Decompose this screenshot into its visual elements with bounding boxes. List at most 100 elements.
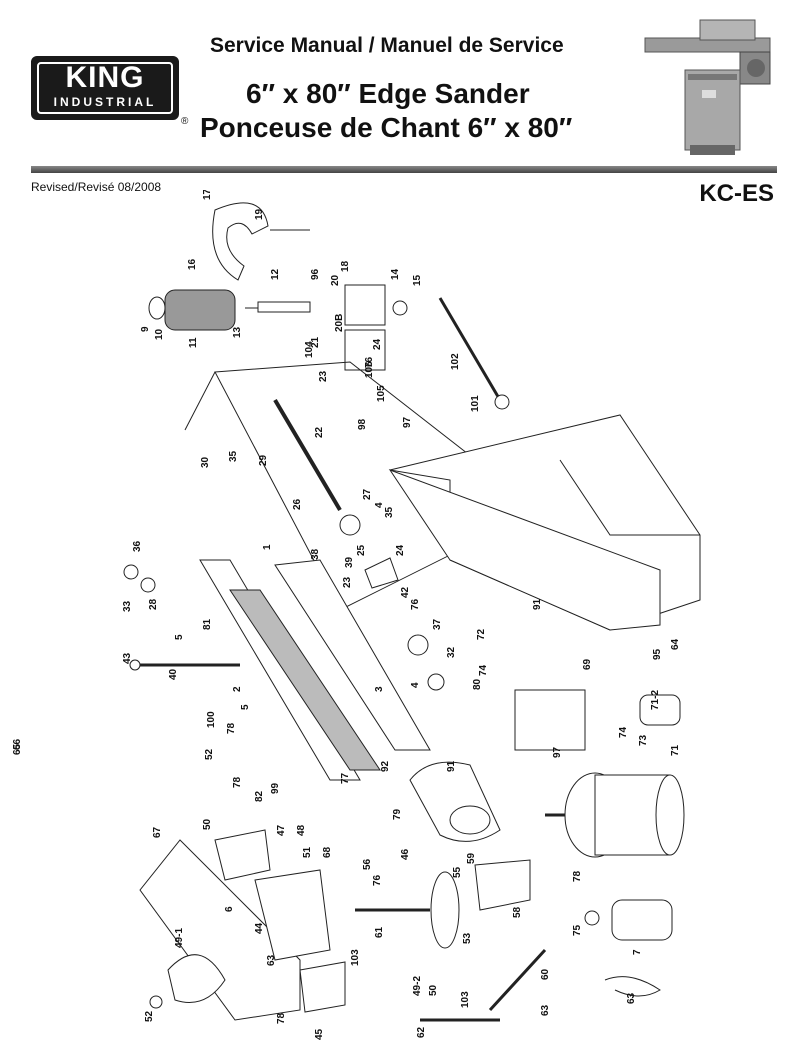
part-callout: 80 xyxy=(472,678,483,690)
part-callout: 76 xyxy=(372,874,383,886)
part-callout: 58 xyxy=(512,906,523,918)
part-callout: 78 xyxy=(232,776,243,788)
part-callout: 1 xyxy=(262,544,273,550)
part-callout: 24 xyxy=(395,544,406,556)
part-callout: 33 xyxy=(122,600,133,612)
part-callout: 38 xyxy=(310,548,321,560)
part-callout: 52 xyxy=(144,1010,155,1022)
title-english: 6″ x 80″ Edge Sander xyxy=(246,78,530,109)
part-callout: 18 xyxy=(340,260,351,272)
part-callout: 71-2 xyxy=(650,690,661,710)
part-callout: 19 xyxy=(254,208,265,220)
part-callout: 78 xyxy=(226,722,237,734)
part-callout: 61 xyxy=(374,926,385,938)
part-callout: 17 xyxy=(202,190,213,200)
part-callout: 97 xyxy=(402,416,413,428)
part-callout: 51 xyxy=(302,846,313,858)
part-callout: 49-2 xyxy=(412,976,423,996)
part-callout: 44 xyxy=(254,922,265,934)
document-header: KING INDUSTRIAL ® Service Manual / Manue… xyxy=(0,0,808,207)
part-callout: 28 xyxy=(148,598,159,610)
part-callout: 72 xyxy=(476,628,487,640)
part-callout: 35 xyxy=(228,450,239,462)
part-callout: 43 xyxy=(122,652,133,664)
part-callout: 26 xyxy=(292,498,303,510)
part-callout: 73 xyxy=(638,734,649,746)
part-callout: 106 xyxy=(364,361,375,378)
title-french: Ponceuse de Chant 6″ x 80″ xyxy=(200,112,573,143)
part-callout: 65 xyxy=(12,743,23,755)
part-callout: 68 xyxy=(322,846,333,858)
part-callout: 23 xyxy=(318,370,329,382)
manual-subtitle: Service Manual / Manuel de Service xyxy=(210,34,564,57)
part-callout: 5 xyxy=(174,634,185,640)
part-callout: 91 xyxy=(446,760,457,772)
part-callout: 35 xyxy=(384,506,395,518)
part-callout: 76 xyxy=(364,356,375,368)
part-callout: 6 xyxy=(224,906,235,912)
part-callout: 102 xyxy=(450,353,461,370)
part-callout: 74 xyxy=(478,664,489,676)
logo-border xyxy=(37,62,173,114)
part-callout: 10 xyxy=(154,328,165,340)
part-callout: 76 xyxy=(410,598,421,610)
revision-date: Revised/Revisé 08/2008 xyxy=(31,180,162,194)
part-callout: 52 xyxy=(204,748,215,760)
part-callout: 36 xyxy=(132,540,143,552)
parts-drawing xyxy=(123,202,701,1022)
part-callout: 60 xyxy=(540,968,551,980)
part-callout: 77 xyxy=(340,772,351,784)
part-callout: 9 xyxy=(140,326,151,332)
part-callout: 14 xyxy=(390,268,401,280)
part-callout: 15 xyxy=(412,274,423,286)
part-callout: 104 xyxy=(304,341,315,358)
part-callout: 20B xyxy=(334,314,345,332)
part-callout: 103 xyxy=(350,949,361,966)
part-callout: 69 xyxy=(582,658,593,670)
part-callout: 95 xyxy=(652,648,663,660)
part-callout: 97 xyxy=(552,746,563,758)
registered-mark: ® xyxy=(181,116,189,127)
part-callout: 32 xyxy=(446,646,457,658)
part-callout: 45 xyxy=(314,1028,325,1040)
part-callout: 25 xyxy=(356,544,367,556)
logo-brand-sub: INDUSTRIAL xyxy=(53,95,157,109)
part-callout: 66 xyxy=(12,738,23,750)
part-callout: 23 xyxy=(342,576,353,588)
part-callout: 63 xyxy=(266,954,277,966)
edge-sander-photo xyxy=(644,19,771,155)
part-callout: 20 xyxy=(330,274,341,286)
part-callout: 53 xyxy=(462,932,473,944)
part-callout: 12 xyxy=(270,268,281,280)
part-callout: 50 xyxy=(428,984,439,996)
part-callout: 47 xyxy=(276,824,287,836)
part-callout: 37 xyxy=(432,618,443,630)
part-callout: 48 xyxy=(296,824,307,836)
part-callout: 46 xyxy=(400,848,411,860)
part-callout: 78 xyxy=(276,1012,287,1024)
part-callout: 13 xyxy=(232,326,243,338)
part-callout: 40 xyxy=(168,668,179,680)
part-callout: 105 xyxy=(376,385,387,402)
part-callout: 91 xyxy=(532,598,543,610)
part-callout: 67 xyxy=(152,826,163,838)
part-callout: 79 xyxy=(392,808,403,820)
part-callout: 100 xyxy=(206,711,217,728)
part-callout: 55 xyxy=(452,866,463,878)
part-callout: 4 xyxy=(410,682,421,688)
model-number: KC-ES xyxy=(699,180,774,207)
part-callout: 21 xyxy=(310,336,321,348)
part-callout: 4 xyxy=(374,502,385,508)
part-callout: 78 xyxy=(572,870,583,882)
logo-brand: KING xyxy=(65,61,145,94)
king-industrial-logo: KING INDUSTRIAL xyxy=(31,56,179,120)
part-callout: 11 xyxy=(188,337,199,348)
part-callout: 62 xyxy=(416,1026,427,1038)
part-callout: 82 xyxy=(254,790,265,802)
part-callout: 16 xyxy=(187,258,198,270)
part-callout: 74 xyxy=(618,726,629,738)
part-callout: 56 xyxy=(362,858,373,870)
part-callout: 22 xyxy=(314,426,325,438)
